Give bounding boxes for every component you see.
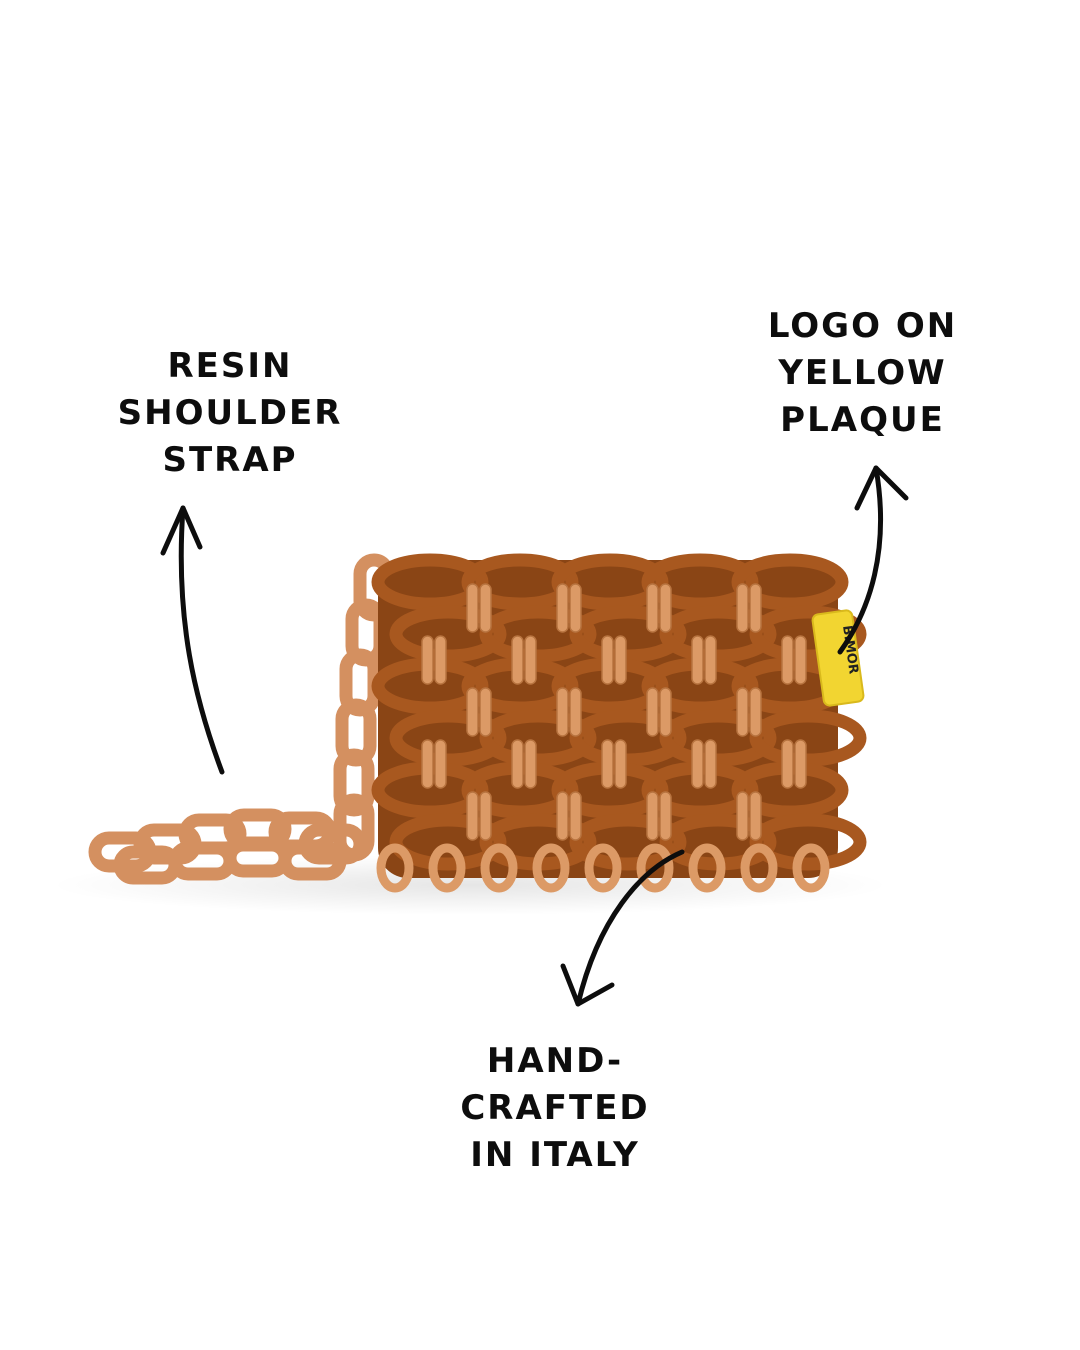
arrow-to-craft-icon: [560, 849, 685, 1007]
connector-ring: [479, 687, 492, 737]
resin-link: [389, 605, 507, 663]
resin-link: [479, 605, 597, 663]
callout-line: CRAFTED: [460, 1088, 650, 1128]
connector-ring: [749, 791, 762, 841]
connector-ring: [614, 635, 627, 685]
connector-ring: [659, 791, 672, 841]
callout-line: IN ITALY: [470, 1135, 640, 1175]
resin-link: [551, 553, 669, 611]
bottom-ring: [740, 843, 778, 893]
connector-ring: [601, 739, 614, 789]
resin-link: [389, 709, 507, 767]
connector-ring: [569, 791, 582, 841]
connector-ring: [466, 583, 479, 633]
connector-ring: [736, 583, 749, 633]
connector-ring: [511, 635, 524, 685]
resin-link: [479, 709, 597, 767]
callout-line: SHOULDER: [117, 393, 343, 433]
connector-ring: [614, 739, 627, 789]
resin-link: [461, 553, 579, 611]
callout-resin-strap: RESIN SHOULDER STRAP: [90, 343, 370, 484]
plaque-text: B.MOR: [839, 624, 861, 674]
resin-link: [731, 553, 849, 611]
bottom-ring: [480, 843, 518, 893]
callout-line: RESIN: [167, 346, 293, 386]
resin-link: [659, 709, 777, 767]
callout-line: PLAQUE: [780, 400, 945, 440]
connector-ring: [646, 583, 659, 633]
bottom-ring: [532, 843, 570, 893]
connector-ring: [569, 687, 582, 737]
connector-ring: [646, 791, 659, 841]
connector-ring: [511, 739, 524, 789]
callout-handcrafted-italy: HAND- CRAFTED IN ITALY: [430, 1038, 680, 1179]
connector-ring: [704, 739, 717, 789]
connector-ring: [421, 635, 434, 685]
connector-ring: [569, 583, 582, 633]
arrow-to-plaque-icon: [837, 465, 909, 655]
resin-link: [389, 813, 507, 871]
callout-logo-plaque: LOGO ON YELLOW PLAQUE: [745, 303, 980, 444]
connector-ring: [556, 687, 569, 737]
resin-link: [371, 553, 489, 611]
connector-ring: [556, 791, 569, 841]
connector-ring: [646, 687, 659, 737]
connector-ring: [691, 635, 704, 685]
connector-ring: [749, 583, 762, 633]
bottom-ring: [376, 843, 414, 893]
callout-line: LOGO ON: [767, 306, 958, 346]
resin-link: [749, 709, 867, 767]
resin-link: [641, 553, 759, 611]
resin-link: [569, 605, 687, 663]
connector-ring: [794, 739, 807, 789]
callout-line: HAND-: [486, 1041, 624, 1081]
bottom-ring: [792, 843, 830, 893]
arrow-to-strap-icon: [160, 505, 225, 775]
connector-ring: [524, 739, 537, 789]
woven-resin-bag: [371, 553, 867, 893]
connector-ring: [421, 739, 434, 789]
connector-ring: [479, 791, 492, 841]
resin-link: [569, 709, 687, 767]
bottom-ring: [428, 843, 466, 893]
connector-ring: [691, 739, 704, 789]
connector-ring: [524, 635, 537, 685]
connector-ring: [704, 635, 717, 685]
connector-ring: [479, 583, 492, 633]
resin-link: [749, 813, 867, 871]
callout-line: STRAP: [162, 440, 298, 480]
callout-line: YELLOW: [778, 353, 947, 393]
resin-link: [659, 605, 777, 663]
bottom-ring: [688, 843, 726, 893]
connector-ring: [556, 583, 569, 633]
connector-ring: [781, 635, 794, 685]
connector-ring: [736, 791, 749, 841]
connector-ring: [434, 635, 447, 685]
connector-ring: [781, 739, 794, 789]
connector-ring: [434, 739, 447, 789]
connector-ring: [659, 687, 672, 737]
connector-ring: [659, 583, 672, 633]
bottom-ring: [636, 843, 674, 893]
shoulder-strap-chain: [88, 553, 395, 885]
connector-ring: [749, 687, 762, 737]
connector-ring: [466, 687, 479, 737]
connector-ring: [736, 687, 749, 737]
connector-ring: [466, 791, 479, 841]
connector-ring: [601, 635, 614, 685]
bottom-ring: [584, 843, 622, 893]
connector-ring: [794, 635, 807, 685]
resin-link: [569, 813, 687, 871]
resin-link: [749, 605, 867, 663]
